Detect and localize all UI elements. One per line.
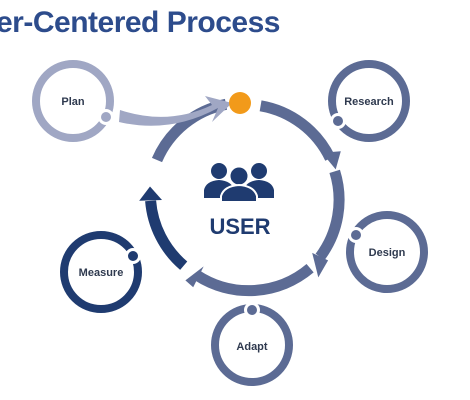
plan-dot (101, 112, 111, 122)
cycle-arrowhead-top-right (321, 151, 341, 170)
start-dot (229, 92, 251, 114)
cycle-arc-top-right (259, 100, 336, 161)
node-adapt: Adapt (211, 304, 293, 386)
design-label: Design (369, 247, 406, 259)
cycle-arrowhead-right (312, 252, 329, 278)
center-user-label: USER (209, 214, 270, 239)
measure-dot (128, 251, 138, 261)
plan-ring (32, 60, 114, 142)
node-plan: Plan (32, 60, 114, 142)
node-research: Research (328, 60, 410, 142)
cycle-arc-right (315, 169, 345, 261)
adapt-dot (247, 305, 257, 315)
cycle-arc-left (145, 200, 188, 270)
users-group-icon (204, 163, 274, 203)
measure-label: Measure (79, 267, 124, 279)
research-dot (333, 116, 343, 126)
page-title: er-Centered Process (0, 6, 280, 39)
node-measure: Measure (60, 231, 142, 313)
research-label: Research (344, 96, 394, 108)
measure-ring (60, 231, 142, 313)
cycle-arc-top-left (151, 98, 228, 163)
cycle-arrowhead-bottom (185, 266, 204, 288)
adapt-label: Adapt (236, 341, 268, 353)
cycle-arrowhead-left (139, 186, 162, 201)
plan-connector-arrow (119, 96, 232, 126)
research-ring (328, 60, 410, 142)
plan-label: Plan (61, 96, 85, 108)
node-design: Design (346, 211, 428, 293)
cycle-arc-bottom (194, 263, 314, 297)
design-ring (346, 211, 428, 293)
design-dot (351, 230, 361, 240)
